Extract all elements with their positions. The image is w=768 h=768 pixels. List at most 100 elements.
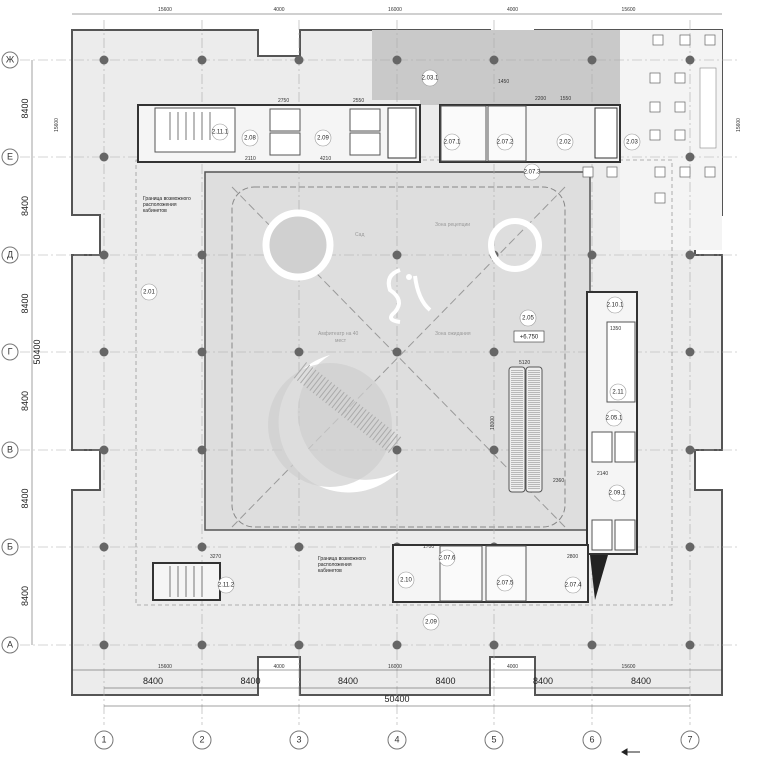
column [99,152,109,162]
zone-reception: Зона рецепции [435,222,470,228]
room-number: 2.05 [522,316,534,322]
column [99,640,109,650]
room-tag [422,613,440,631]
cafe-banquette [699,67,717,149]
column [587,55,597,65]
room-tag [496,133,514,151]
column [392,250,402,260]
axis-bubble [1,51,19,69]
elevator [269,132,301,156]
bottom-dimension: 15600 [158,664,172,670]
atrium-boundary [231,186,566,528]
axis-bubble [192,730,212,750]
room-number: 2.08 [244,136,256,142]
room-tag [564,576,582,594]
room-number: 2.01 [143,290,155,296]
column [685,250,695,260]
elevator [349,108,381,132]
elevator [614,431,636,463]
cafe-table [654,166,666,178]
room-tag [314,129,332,147]
shaft-wedge [590,555,608,600]
top-dimension: 15600 [622,7,636,13]
room-tag [523,163,541,181]
dim: 18000 [490,416,496,430]
room-tag [608,484,626,502]
bottom-dimension: 4000 [507,664,518,670]
column [197,55,207,65]
dim: 3270 [210,554,221,560]
axis-bubble [1,246,19,264]
column [294,55,304,65]
axis-label: 5 [491,734,496,744]
bay-dimension: 8400 [143,676,163,686]
axis-label: 4 [394,734,399,744]
room-tag [623,133,641,151]
dim: 1450 [498,79,509,85]
room-tag [605,409,623,427]
cafe-table [652,34,664,46]
boundary-note-line: кабинетов [318,568,342,574]
cafe-table [654,192,666,204]
axis-bubble [582,730,602,750]
axis-label: 6 [589,734,594,744]
column [99,250,109,260]
room-number: 2.10.1 [607,303,624,309]
cafe-table [679,166,691,178]
axis-bubble [1,148,19,166]
boundary-note-line: Граница возможного [318,556,366,562]
level-mark: +6.750 [520,335,539,341]
dim: 2360 [553,478,564,484]
elevator [591,519,613,551]
axis-label: Е [7,151,13,161]
column [685,542,695,552]
column [197,445,207,455]
atrium-diagonal [231,186,566,528]
bay-dimension: 8400 [20,196,30,216]
zone-garden: Сад [355,232,364,238]
column [685,55,695,65]
zone-amphitheatre: Амфитеатр на 40 [318,331,359,337]
room-number: 2.07.3 [524,170,541,176]
boundary-note-line: расположения [318,562,352,568]
elevator [349,132,381,156]
top-dimension: 4000 [273,7,284,13]
axis-label: 7 [687,734,692,744]
axis-label: 1 [101,734,106,744]
cafe-table [704,166,716,178]
column [99,542,109,552]
axis-bubble [94,730,114,750]
axis-label: 3 [296,734,301,744]
column [489,640,499,650]
stair-treads [169,112,211,140]
cafe-tables [582,34,717,204]
room-number: 2.09 [317,136,329,142]
dim: 4210 [320,156,331,162]
column [99,445,109,455]
axis-bubble [680,730,700,750]
column [587,640,597,650]
elevator [269,108,301,132]
room-number: 2.05.1 [606,416,623,422]
boundary-note-line: Граница возможного [143,196,191,202]
column [197,347,207,357]
dim: 2750 [278,98,289,104]
column [99,347,109,357]
amphitheatre-seating [293,362,402,453]
wc-2-07-5 [485,545,527,602]
dim: 2550 [353,98,364,104]
shaft [594,107,618,159]
room-tag [140,283,158,301]
room-tag [443,133,461,151]
kitchen-area-2-03-1 [372,30,620,100]
cafe-table [649,129,661,141]
axis-bubble [1,441,19,459]
room-number: 2.02 [559,140,571,146]
column [392,347,402,357]
cafe-table [679,34,691,46]
level-mark-box [513,330,545,343]
room-tag [606,296,624,314]
room-tag [609,383,627,401]
cafe-table [582,166,594,178]
